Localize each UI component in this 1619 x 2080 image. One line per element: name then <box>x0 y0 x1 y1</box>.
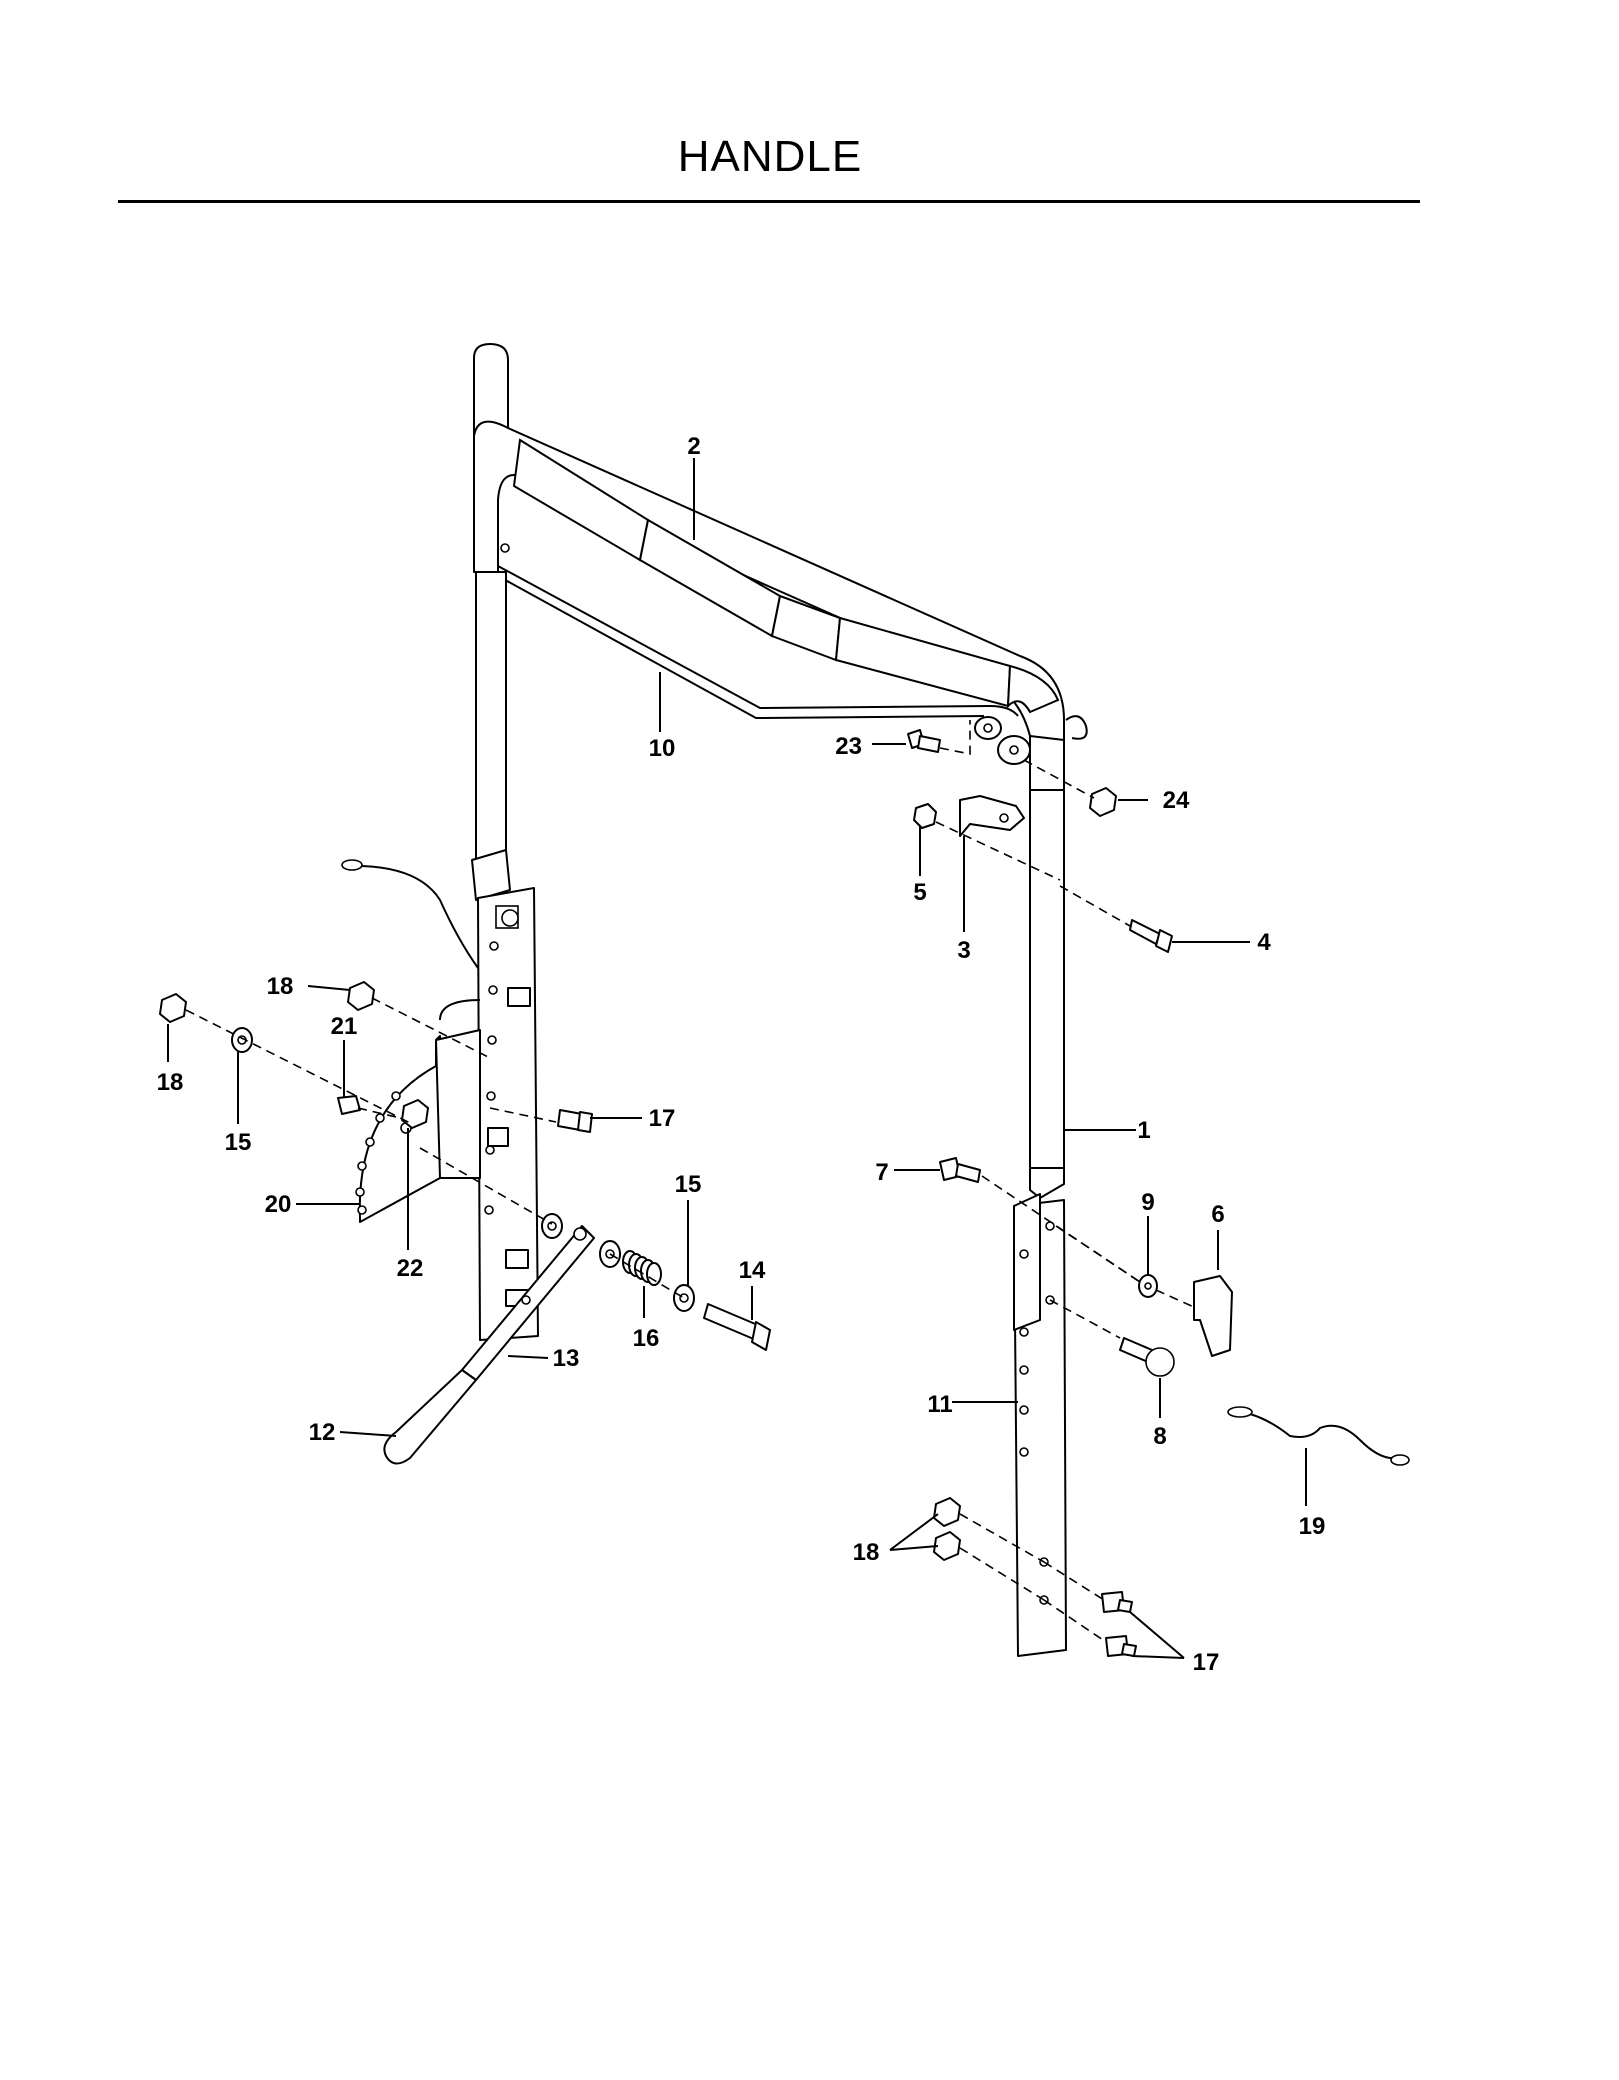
assembly-lines-right-lower <box>959 1513 1107 1643</box>
rod-part-10 <box>497 565 1019 720</box>
callout-18-right: 18 <box>853 1539 880 1566</box>
callout-4: 4 <box>1257 929 1271 956</box>
callout-12: 12 <box>309 1419 336 1446</box>
callout-14: 14 <box>739 1257 766 1284</box>
lever-grip-part-12 <box>383 1369 477 1465</box>
callout-7: 7 <box>875 1159 888 1186</box>
callout-8: 8 <box>1153 1423 1166 1450</box>
callout-1: 1 <box>1137 1117 1150 1144</box>
cable-left <box>341 859 481 1021</box>
page-title: HANDLE <box>677 132 863 181</box>
callout-17-left: 17 <box>649 1105 676 1132</box>
right-middle-hardware <box>939 1157 1233 1377</box>
callout-17-right: 17 <box>1193 1649 1220 1676</box>
quadrant-plate-part-20 <box>355 1029 481 1223</box>
leader-lines <box>167 458 1307 1659</box>
callouts: 2 10 23 24 5 3 4 1 7 9 6 8 11 19 18 17 1… <box>157 433 1326 1676</box>
callout-20: 20 <box>265 1191 292 1218</box>
callout-2: 2 <box>687 433 700 460</box>
callout-18-left: 18 <box>157 1069 184 1096</box>
right-tube-part-1 <box>1029 789 1065 1199</box>
callout-15-right: 15 <box>675 1171 702 1198</box>
assembly-lines-right-middle <box>981 1175 1197 1339</box>
assembly-lines-right-upper <box>935 720 1131 927</box>
upper-handle-part-2 <box>473 343 1065 791</box>
callout-11: 11 <box>927 1391 952 1418</box>
title-rule <box>118 200 1420 203</box>
cable-right-part-19 <box>1227 1406 1410 1466</box>
right-upper-hardware <box>907 715 1173 953</box>
callout-9: 9 <box>1141 1189 1154 1216</box>
assembly-lines-left <box>185 997 685 1299</box>
callout-10: 10 <box>649 735 676 762</box>
callout-6: 6 <box>1211 1201 1224 1228</box>
callout-5: 5 <box>913 879 926 906</box>
callout-16: 16 <box>633 1325 660 1352</box>
callout-18-top: 18 <box>267 973 294 1000</box>
spring-assembly <box>599 1240 771 1351</box>
callout-19: 19 <box>1299 1513 1326 1540</box>
left-hardware <box>159 981 593 1239</box>
callout-22: 22 <box>397 1255 424 1282</box>
callout-13: 13 <box>553 1345 580 1372</box>
callout-3: 3 <box>957 937 970 964</box>
left-plate <box>477 887 539 1341</box>
callout-24: 24 <box>1163 787 1190 814</box>
callout-21: 21 <box>331 1013 358 1040</box>
lever-part-13 <box>461 1225 595 1381</box>
left-lower-tube <box>471 571 511 901</box>
callout-15-left: 15 <box>225 1129 252 1156</box>
right-lower-hardware <box>933 1497 1137 1657</box>
right-plate-part-11 <box>1013 1193 1067 1657</box>
callout-23: 23 <box>835 733 862 760</box>
